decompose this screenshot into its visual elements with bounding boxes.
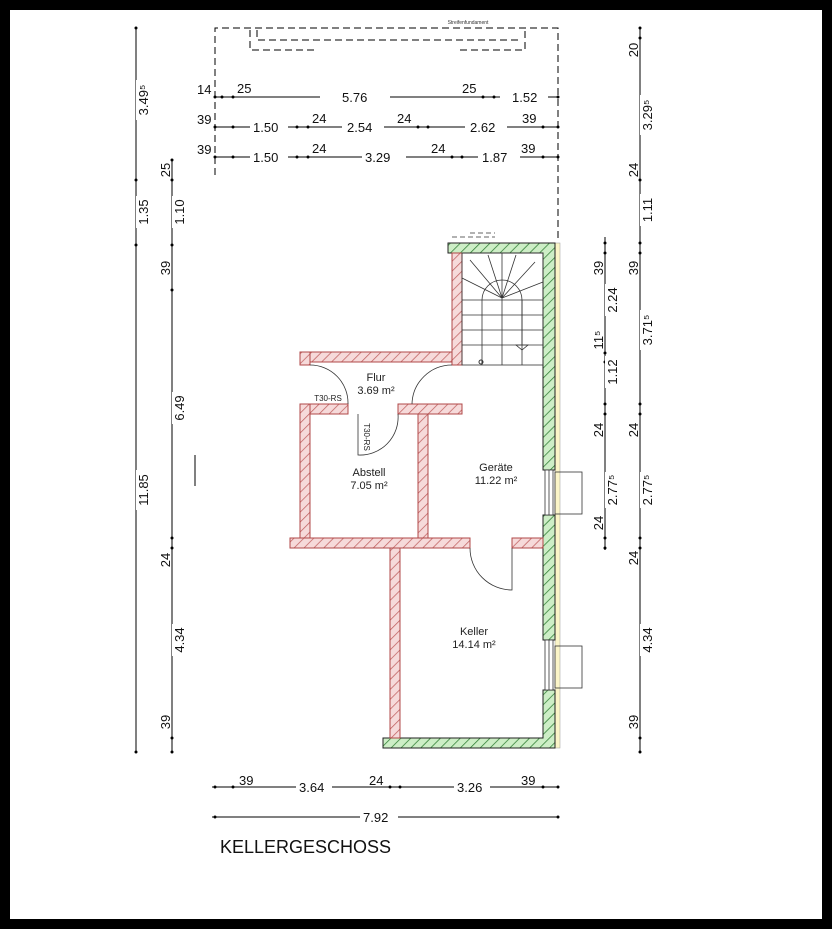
dim-label: 24: [626, 163, 641, 177]
floor-plan-drawing: Streifenfundament 14 25 5.76 25 1.52 39 …: [134, 20, 656, 857]
dim-label: 39: [521, 773, 535, 788]
dim-label: 39: [626, 261, 641, 275]
right-dimensions: 39 2.24 11⁵ 1.12 24 2.77⁵ 24 20 3.29⁵ 24…: [591, 26, 656, 754]
dim-label: 24: [158, 553, 173, 567]
dim-label: 39: [158, 261, 173, 275]
dim-label: 11.85: [136, 474, 151, 506]
bottom-dimensions: 39 3.64 24 3.26 39 7.92: [212, 773, 560, 825]
dim-label: 24: [591, 423, 606, 437]
door-label: T30-RS: [314, 394, 342, 403]
room-area-flur: 3.69 m²: [357, 385, 395, 397]
dim-label: 14: [197, 82, 211, 97]
dim-label: 2.77⁵: [640, 475, 655, 506]
dim-label: 4.34: [640, 627, 655, 652]
left-dimensions: 3.49⁵ 1.35 11.85 25 1.10 39 6.49 24 4.34…: [134, 26, 196, 754]
new-wall-east-middle: [542, 514, 556, 641]
dim-label: 39: [158, 715, 173, 729]
dim-label: 24: [397, 111, 411, 126]
dim-label: 5.76: [342, 90, 367, 105]
room-name-flur: Flur: [367, 372, 386, 384]
room-name-keller: Keller: [460, 626, 488, 638]
wall-keller-west: [389, 547, 401, 739]
dim-label: 2.54: [347, 120, 372, 135]
dim-label: 3.49⁵: [136, 85, 151, 116]
dim-label: 24: [591, 516, 606, 530]
walls: [289, 232, 583, 749]
dim-label: 24: [626, 423, 641, 437]
wall-abstell-south: [289, 537, 471, 549]
new-wall-south-east: [382, 689, 556, 749]
window: [544, 639, 583, 691]
dim-label: 25: [237, 81, 251, 96]
door-label: T30-RS: [362, 423, 371, 451]
staircase: [461, 252, 544, 366]
dim-label: 4.34: [172, 627, 187, 652]
dim-label: 1.87: [482, 150, 507, 165]
room-area-keller: 14.14 m²: [452, 639, 496, 651]
dim-label: 6.49: [172, 395, 187, 420]
room-name-geraete: Geräte: [479, 462, 513, 474]
dim-label: 24: [312, 111, 326, 126]
wall-stair-west: [451, 252, 463, 366]
wall-abstell-west: [299, 403, 311, 549]
strip-foundation-outline: Streifenfundament: [214, 20, 559, 240]
wall-flur-north: [299, 351, 453, 363]
dim-label: 1.50: [253, 150, 278, 165]
room-labels: Flur 3.69 m² Abstell 7.05 m² Geräte 11.2…: [314, 372, 517, 651]
dim-label: 39: [522, 111, 536, 126]
dim-label: 25: [158, 163, 173, 177]
dim-label: 1.35: [136, 199, 151, 224]
dim-label: 24: [369, 773, 383, 788]
dim-label: 1.10: [172, 199, 187, 224]
new-wall-stair-north-east: [447, 242, 556, 471]
dim-label: 1.52: [512, 90, 537, 105]
dim-label: 39: [591, 261, 606, 275]
room-area-abstell: 7.05 m²: [350, 480, 388, 492]
dim-label: 7.92: [363, 810, 388, 825]
dim-label: 3.29: [365, 150, 390, 165]
dim-label: 24: [312, 141, 326, 156]
dim-label: 39: [239, 773, 253, 788]
dim-label: 3.26: [457, 780, 482, 795]
dim-label: 3.29⁵: [640, 100, 655, 131]
room-area-geraete: 11.22 m²: [475, 475, 518, 487]
dim-label: 39: [197, 112, 211, 127]
floor-plan-sheet: Streifenfundament 14 25 5.76 25 1.52 39 …: [10, 10, 822, 919]
dim-label: 1.11: [640, 198, 655, 222]
dim-label: 20: [626, 43, 641, 57]
wall-abstell-east: [417, 413, 429, 539]
dim-label: 2.62: [470, 120, 495, 135]
dim-label: 11⁵: [591, 331, 606, 350]
plan-title: KELLERGESCHOSS: [220, 837, 391, 857]
dim-label: 3.71⁵: [640, 315, 655, 346]
dim-label: 2.77⁵: [605, 475, 620, 506]
dim-label: 39: [626, 715, 641, 729]
dim-label: 1.12: [605, 359, 620, 384]
dim-label: 24: [626, 551, 641, 565]
dim-label: 2.24: [605, 287, 620, 312]
dim-label: 25: [462, 81, 476, 96]
dim-label: 24: [431, 141, 445, 156]
dim-label: 1.50: [253, 120, 278, 135]
doors: [309, 364, 513, 591]
dim-label: 39: [197, 142, 211, 157]
window: [544, 469, 583, 516]
dim-label: 39: [521, 141, 535, 156]
foundation-label: Streifenfundament: [448, 20, 489, 26]
top-dimensions: 14 25 5.76 25 1.52 39 1.50 24 2.54 24 2.…: [197, 81, 560, 165]
room-name-abstell: Abstell: [352, 467, 385, 479]
dim-label: 3.64: [299, 780, 324, 795]
